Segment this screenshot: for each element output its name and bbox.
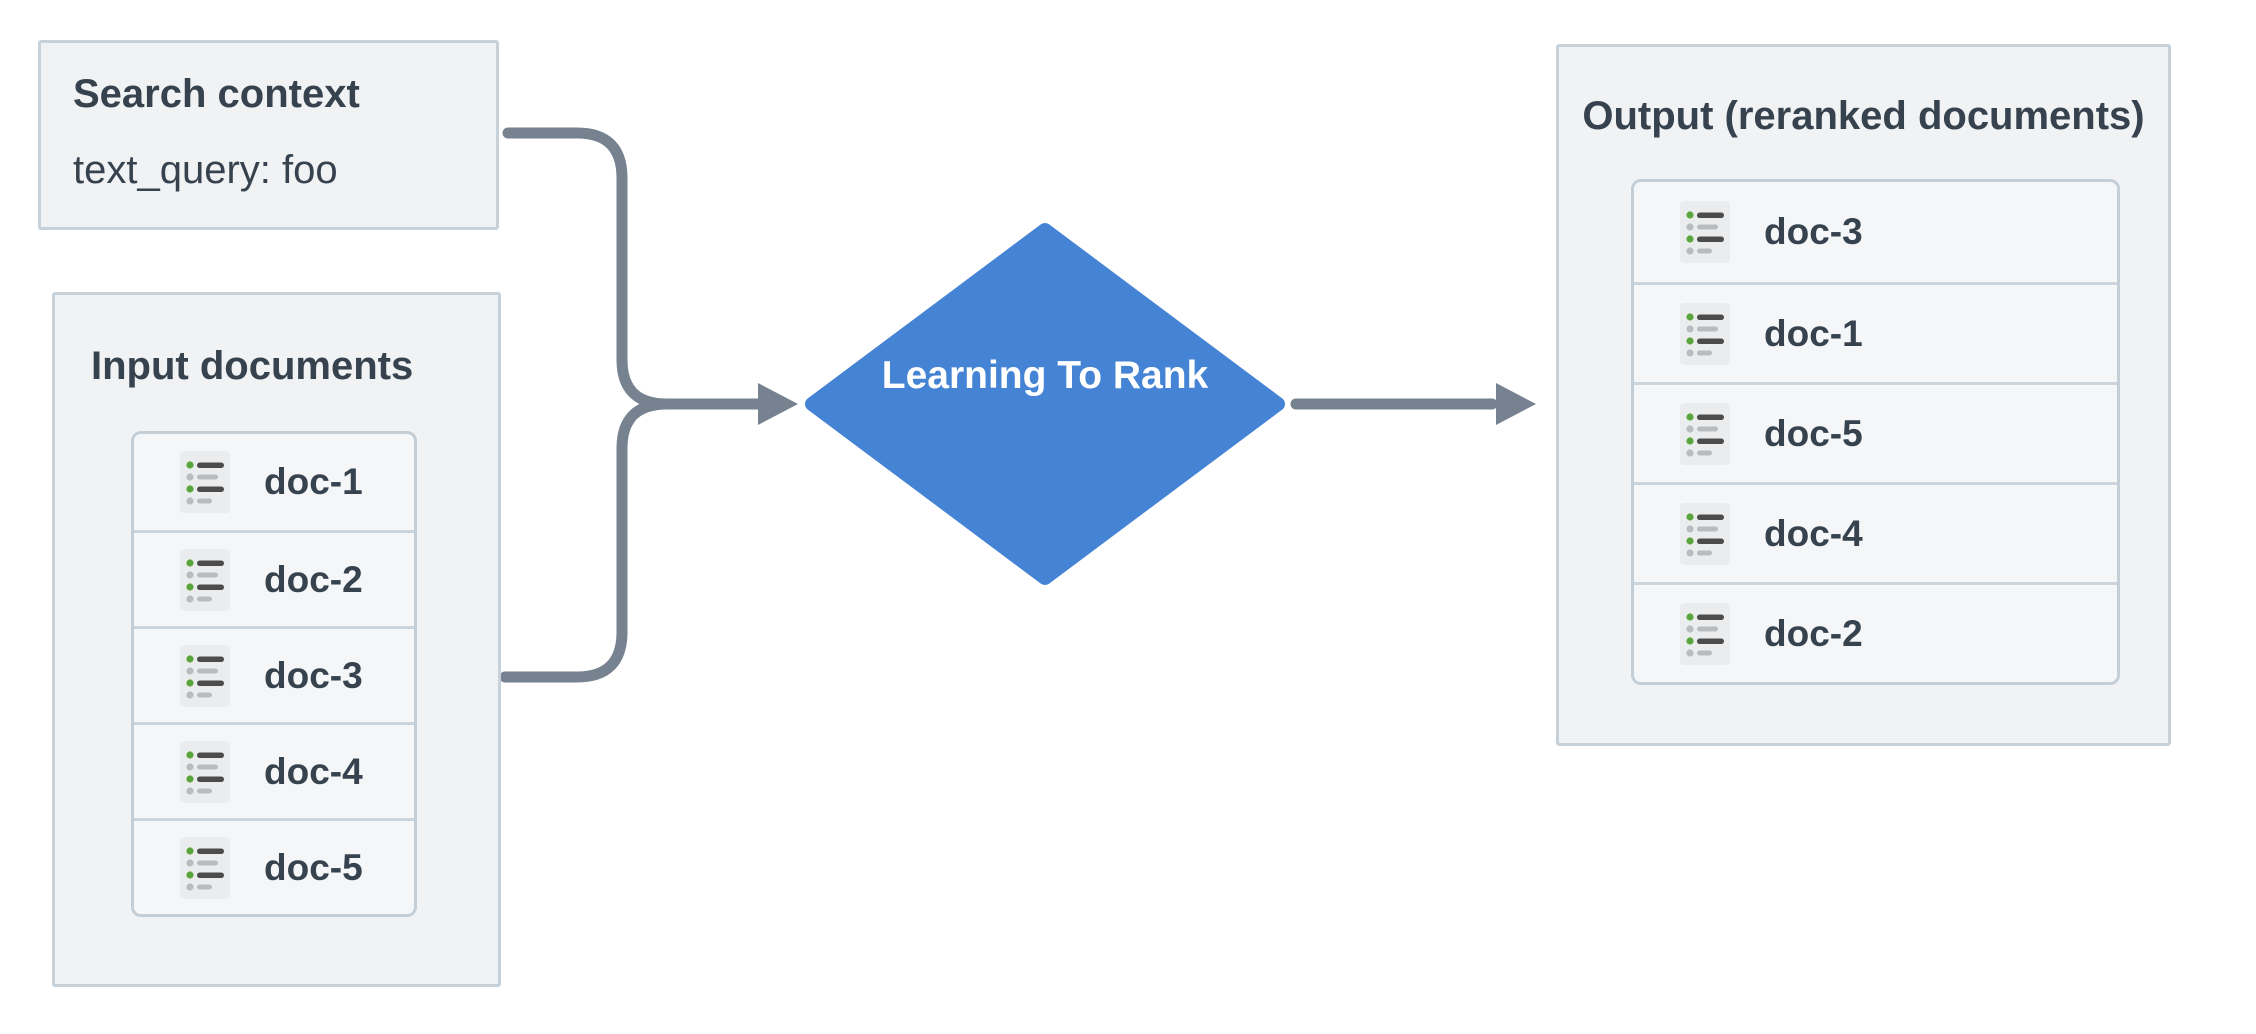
search-context-connector bbox=[502, 127, 673, 410]
doc-item: doc-4 bbox=[134, 722, 414, 818]
doc-label: doc-4 bbox=[264, 750, 363, 792]
doc-item: doc-1 bbox=[134, 434, 414, 530]
doc-label: doc-1 bbox=[264, 461, 363, 502]
output-title: Output (reranked documents) bbox=[1582, 94, 2145, 138]
doc-item: doc-5 bbox=[134, 818, 414, 914]
learning-to-rank-diamond bbox=[805, 223, 1285, 585]
document-list-icon bbox=[180, 740, 230, 803]
doc-item: doc-4 bbox=[1634, 482, 2117, 582]
doc-label: doc-5 bbox=[264, 846, 363, 888]
arrow-right-icon bbox=[758, 383, 798, 425]
input-documents-panel: Input documents doc-1 bbox=[52, 292, 501, 987]
document-list-icon bbox=[1680, 602, 1730, 665]
doc-item: doc-2 bbox=[134, 530, 414, 626]
input-doc-list: doc-1 doc-2 bbox=[131, 431, 417, 917]
document-list-icon bbox=[1680, 201, 1730, 263]
document-list-icon bbox=[180, 548, 230, 611]
doc-item: doc-5 bbox=[1634, 382, 2117, 482]
doc-label: doc-1 bbox=[1764, 312, 1863, 354]
document-list-icon bbox=[180, 836, 230, 899]
doc-item: doc-1 bbox=[1634, 282, 2117, 382]
arrow-right-icon bbox=[1496, 383, 1536, 425]
search-context-panel: Search context text_query: foo bbox=[38, 40, 499, 230]
output-doc-list: doc-3 doc-1 bbox=[1631, 179, 2120, 685]
document-list-icon bbox=[180, 451, 230, 513]
search-context-title: Search context bbox=[73, 72, 360, 116]
doc-label: doc-2 bbox=[1764, 612, 1863, 654]
input-documents-connector bbox=[499, 398, 673, 683]
doc-label: doc-2 bbox=[264, 558, 363, 600]
doc-label: doc-5 bbox=[1764, 412, 1863, 454]
document-list-icon bbox=[1680, 402, 1730, 465]
document-list-icon bbox=[180, 644, 230, 707]
doc-item: doc-3 bbox=[1634, 182, 2117, 282]
doc-label: doc-3 bbox=[1764, 211, 1863, 252]
document-list-icon bbox=[1680, 302, 1730, 365]
input-documents-title: Input documents bbox=[91, 344, 414, 388]
doc-item: doc-3 bbox=[134, 626, 414, 722]
process-label: Learning To Rank bbox=[881, 354, 1209, 397]
doc-label: doc-4 bbox=[1764, 512, 1863, 554]
search-query-text: text_query: foo bbox=[73, 148, 338, 192]
output-panel: Output (reranked documents) bbox=[1556, 44, 2171, 746]
document-list-icon bbox=[1680, 502, 1730, 565]
doc-item: doc-2 bbox=[1634, 582, 2117, 682]
doc-label: doc-3 bbox=[264, 654, 363, 696]
